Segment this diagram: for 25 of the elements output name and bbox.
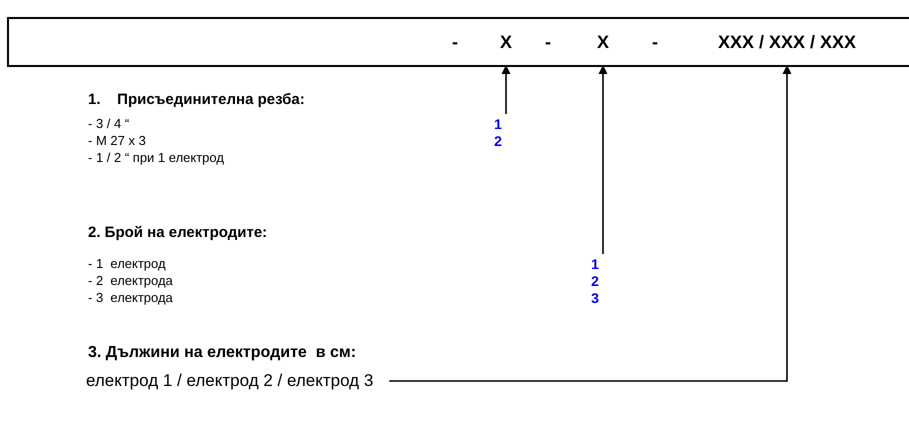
option-text: - 1 електрод [88,256,166,271]
section-heading: 3. Дължини на електродите в см: [88,344,356,362]
code-placeholder: X [484,19,528,65]
section-heading: 2. Брой на електродите: [88,224,268,241]
separator-dash: - [545,32,551,53]
option-text: - 1 / 2 “ при 1 електрод [88,150,224,165]
section-heading: 1. Присъединителна резба: [88,91,305,108]
separator-dash: - [652,32,658,53]
option-code: 2 [493,133,503,150]
code-placeholder: X [581,19,625,65]
separator-dash: - [452,32,458,53]
option-code: 1 [493,116,503,133]
code-field [7,17,909,67]
option-code: 1 [590,256,600,273]
code-placeholder: XXX / XXX / XXX [691,19,883,65]
option-text: - 3 / 4 “ [88,116,130,131]
option-text: - 3 електрода [88,290,173,305]
option-code: 2 [590,273,600,290]
arrow [598,65,608,254]
option-text: - 2 електрода [88,273,173,288]
option-text: - M 27 x 3 [88,133,146,148]
arrow [389,65,792,382]
option-code: 3 [590,290,600,307]
format-text: електрод 1 / електрод 2 / електрод 3 [86,371,374,391]
arrow [502,65,510,114]
